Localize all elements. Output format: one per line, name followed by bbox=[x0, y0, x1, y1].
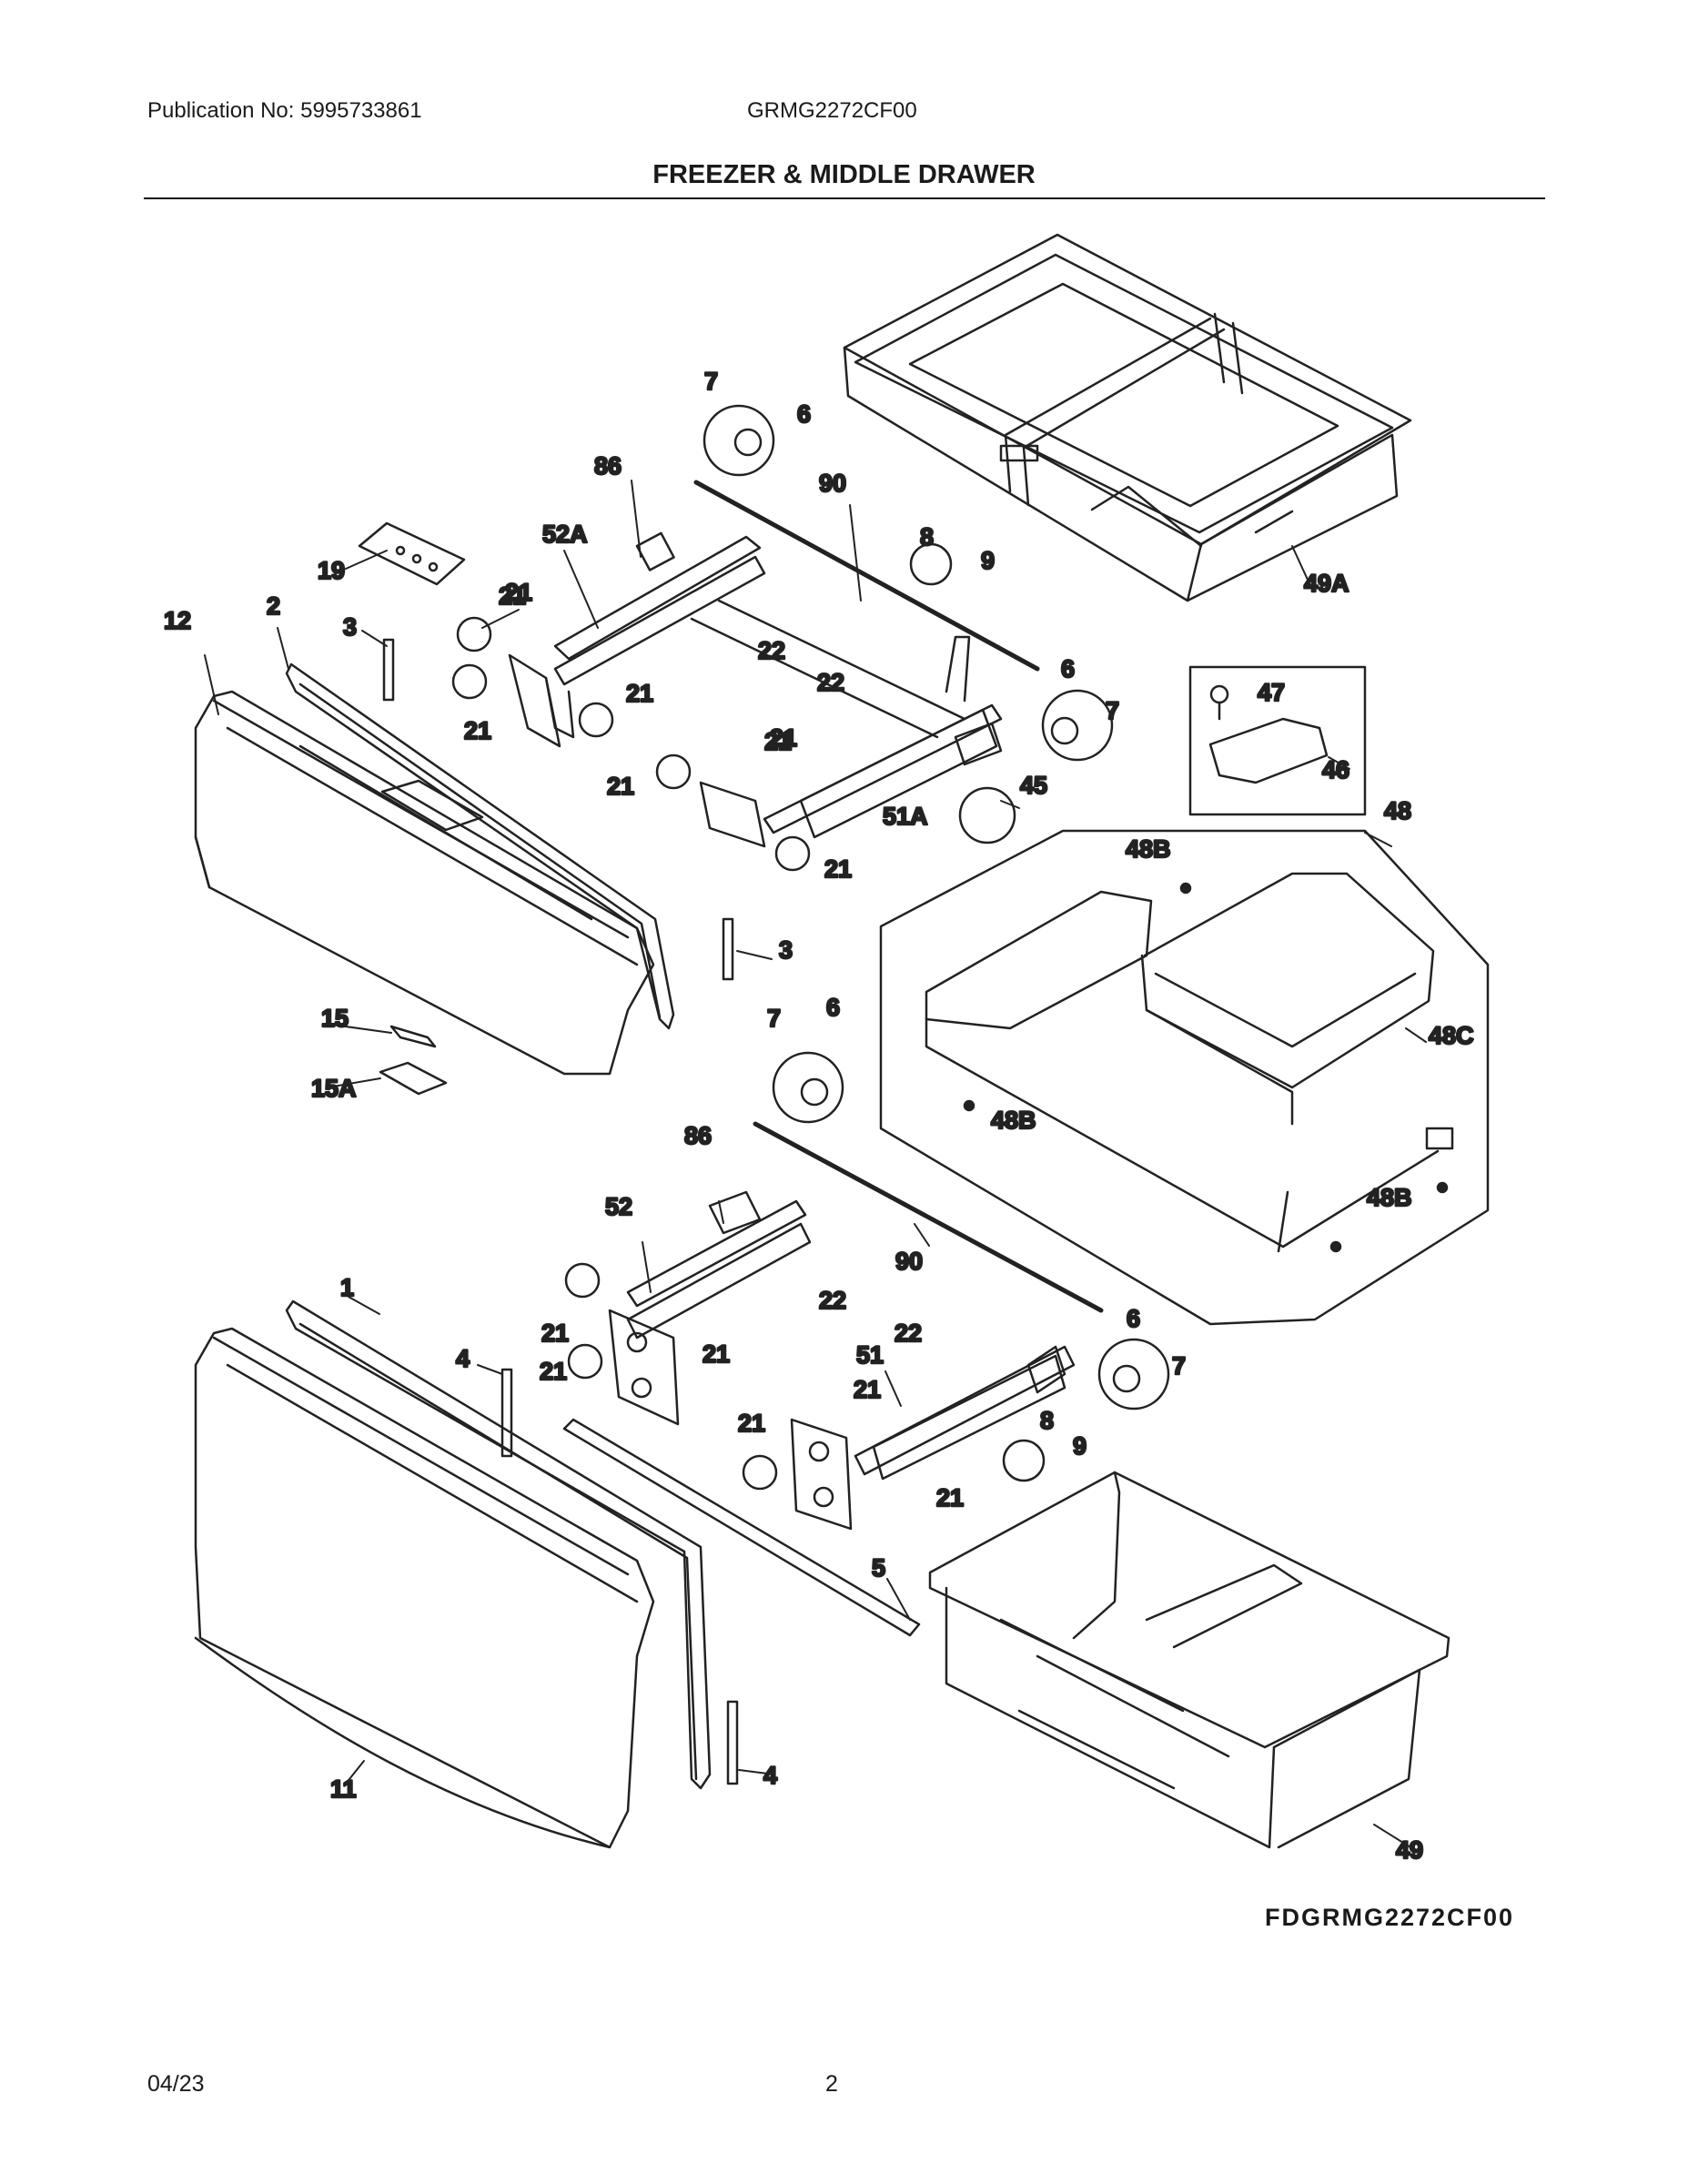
callout: 86 bbox=[684, 1122, 712, 1149]
callout: 4 bbox=[763, 1762, 777, 1789]
callout: 21 bbox=[607, 773, 634, 800]
callout: 19 bbox=[318, 557, 345, 584]
callout: 9 bbox=[981, 547, 995, 574]
callout: 48B bbox=[1367, 1184, 1412, 1211]
callout: 6 bbox=[1127, 1305, 1140, 1332]
callout: 21 bbox=[505, 579, 532, 606]
callout: 3 bbox=[779, 936, 793, 964]
callout: 15 bbox=[321, 1005, 349, 1032]
callout: 21 bbox=[854, 1376, 881, 1403]
rail-assembly-51 bbox=[790, 1345, 1076, 1531]
control-panel-19 bbox=[358, 521, 466, 586]
inset-box-46-47 bbox=[1188, 665, 1367, 816]
callout: 51A bbox=[883, 803, 928, 830]
callout: 21 bbox=[464, 717, 491, 744]
title-rule bbox=[144, 197, 1545, 199]
callout: 21 bbox=[540, 1358, 567, 1385]
callout: 2 bbox=[267, 592, 280, 620]
callout: 45 bbox=[1020, 772, 1047, 799]
callout: 21 bbox=[541, 1320, 569, 1347]
door-gasket-2 bbox=[285, 662, 675, 1030]
callout: 90 bbox=[819, 470, 846, 497]
publication-number: Publication No: 5995733861 bbox=[147, 98, 422, 123]
callout: 6 bbox=[797, 400, 811, 428]
freezer-door-12 bbox=[194, 690, 655, 1076]
callout: 22 bbox=[819, 1287, 846, 1314]
trim-3-lower bbox=[722, 917, 734, 981]
callout: 48B bbox=[991, 1107, 1036, 1134]
footer-date: 04/23 bbox=[147, 2071, 205, 2097]
callout: 51 bbox=[856, 1341, 884, 1369]
freezer-basket-49a bbox=[843, 233, 1412, 602]
callout: 21 bbox=[936, 1484, 964, 1512]
trim-4-upper bbox=[500, 1368, 513, 1458]
callout: 52 bbox=[605, 1193, 632, 1220]
callout: 22 bbox=[895, 1320, 922, 1347]
freezer-door-11 bbox=[194, 1327, 655, 1849]
callout: 11 bbox=[330, 1775, 357, 1803]
part-15 bbox=[389, 1025, 437, 1048]
callout: 15A bbox=[311, 1075, 357, 1102]
rail-assembly-52a bbox=[508, 531, 966, 748]
callout: 48 bbox=[1384, 797, 1411, 824]
callout: 8 bbox=[1040, 1407, 1054, 1434]
callout: 21 bbox=[626, 680, 653, 707]
callout: 9 bbox=[1073, 1432, 1087, 1460]
part-callout-labels: 7 6 86 90 52A 19 12 2 3 21 21 21 21 22 8… bbox=[163, 367, 1475, 1866]
callout: 21 bbox=[499, 582, 526, 610]
trim-3-upper bbox=[382, 638, 395, 702]
callout: 4 bbox=[456, 1345, 470, 1372]
callout: 7 bbox=[1106, 697, 1119, 724]
callout: 22 bbox=[817, 669, 844, 696]
callout: 21 bbox=[824, 855, 852, 883]
callout: 8 bbox=[920, 523, 934, 551]
rail-assembly-52 bbox=[608, 1190, 812, 1426]
callout: 21 bbox=[770, 724, 797, 752]
page-title: FREEZER & MIDDLE DRAWER bbox=[652, 160, 1036, 189]
callout: 7 bbox=[767, 1005, 781, 1032]
door-gasket-1 bbox=[285, 1299, 712, 1790]
callout: 48C bbox=[1429, 1022, 1474, 1049]
callout: 21 bbox=[738, 1410, 765, 1437]
seal-strip-5 bbox=[562, 1418, 921, 1637]
callout: 49A bbox=[1304, 570, 1349, 597]
callout: 48B bbox=[1126, 835, 1171, 863]
callout: 7 bbox=[1172, 1352, 1186, 1380]
callout: 86 bbox=[594, 452, 622, 480]
model-number: GRMG2272CF00 bbox=[747, 98, 917, 123]
trim-4-lower bbox=[726, 1700, 739, 1785]
callout: 52A bbox=[542, 521, 588, 548]
callout: 3 bbox=[343, 613, 357, 641]
gear-details bbox=[702, 404, 1170, 1482]
rail-assembly-51a bbox=[699, 635, 1003, 848]
callout: 12 bbox=[164, 607, 191, 634]
rail-shaft-90-lower bbox=[753, 1121, 1104, 1313]
callout: 47 bbox=[1258, 679, 1285, 706]
callout: 90 bbox=[895, 1248, 923, 1275]
callout: 1 bbox=[340, 1274, 354, 1301]
callout: 7 bbox=[704, 368, 718, 395]
page-number: 2 bbox=[825, 2071, 838, 2097]
callout: 21 bbox=[764, 728, 792, 755]
freezer-drawer-49 bbox=[928, 1471, 1450, 1849]
callout: 6 bbox=[826, 994, 840, 1021]
callout: 46 bbox=[1322, 756, 1349, 784]
callout: 5 bbox=[872, 1554, 885, 1582]
inset-octagon-48 bbox=[879, 829, 1490, 1326]
part-15a bbox=[379, 1061, 448, 1096]
diagram-code: FDGRMG2272CF00 bbox=[1265, 1904, 1515, 1931]
callout: 6 bbox=[1061, 655, 1075, 682]
leader-lines bbox=[204, 480, 1427, 1848]
callout: 49 bbox=[1396, 1836, 1423, 1864]
screw-detail-circles bbox=[451, 616, 811, 1491]
rail-shaft-90-upper bbox=[693, 480, 1040, 672]
callout: 21 bbox=[702, 1340, 730, 1368]
callout: 22 bbox=[758, 637, 785, 664]
